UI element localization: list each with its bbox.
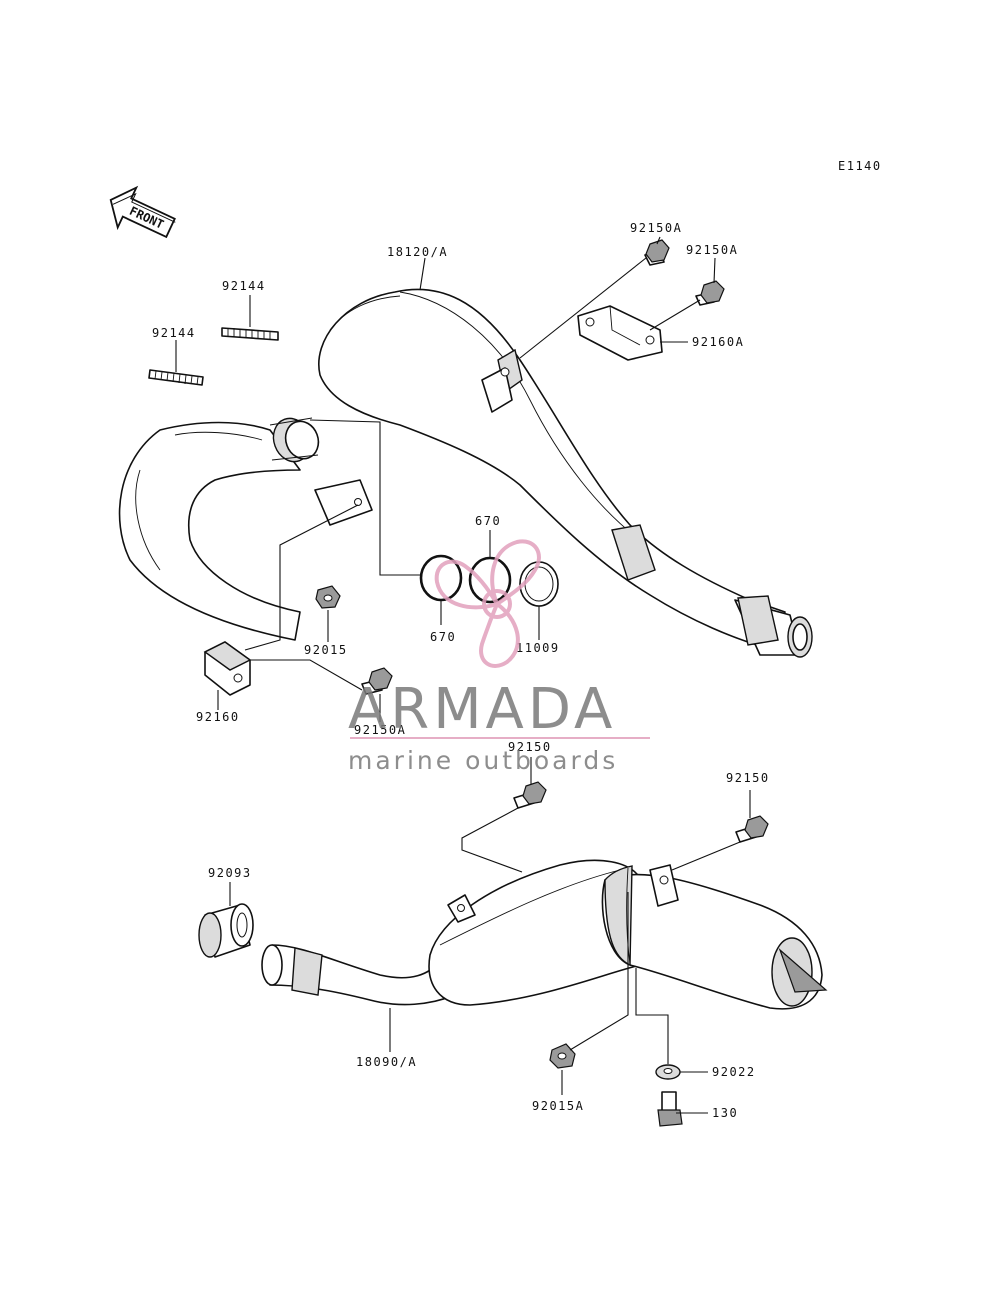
- label-92150A-1: 92150A: [630, 221, 682, 235]
- label-92160A: 92160A: [692, 335, 744, 349]
- label-92150-2: 92150: [726, 771, 770, 785]
- watermark-brand: ARMADA: [348, 677, 616, 742]
- label-92022: 92022: [712, 1065, 756, 1079]
- expansion-chamber: [318, 288, 813, 658]
- label-92160: 92160: [196, 710, 240, 724]
- lower-leader-lines: [229, 757, 751, 1114]
- spring-92144-lower: [148, 369, 204, 386]
- label-92144-2: 92144: [152, 326, 196, 340]
- bolt-92150-right: [735, 815, 769, 843]
- upper-leader-lines: [175, 236, 716, 722]
- bracket-92160: [203, 641, 252, 696]
- label-670-1: 670: [475, 514, 501, 528]
- nut-92015: [315, 585, 341, 609]
- bolt-92150A-upper-1: [644, 239, 670, 266]
- washer-92022: [655, 1064, 681, 1080]
- bolt-92150A-lower: [361, 667, 393, 695]
- label-18090A: 18090/A: [356, 1055, 417, 1069]
- label-92150A-3: 92150A: [354, 723, 406, 737]
- diagram-code: E1140: [838, 159, 882, 173]
- front-arrow-icon: FRONT: [109, 185, 176, 239]
- label-92015A: 92015A: [532, 1099, 584, 1113]
- label-92144-1: 92144: [222, 279, 266, 293]
- watermark-tagline: marine outboards: [348, 746, 618, 775]
- grommet-92093: [198, 903, 254, 958]
- propeller-logo-icon: [434, 539, 541, 668]
- spring-92144-upper: [221, 327, 279, 341]
- bolt-92150-middle: [513, 781, 547, 809]
- label-92015: 92015: [304, 643, 348, 657]
- label-92150-1: 92150: [508, 740, 552, 754]
- nut-92015A: [549, 1043, 576, 1069]
- bolt-130: [657, 1091, 683, 1127]
- label-92150A-2: 92150A: [686, 243, 738, 257]
- watermark: ARMADA marine outboards: [348, 539, 650, 775]
- label-92093: 92093: [208, 866, 252, 880]
- label-18120A: 18120/A: [387, 245, 448, 259]
- label-11009: 11009: [516, 641, 560, 655]
- label-130: 130: [712, 1106, 738, 1120]
- silencer: [261, 859, 828, 1010]
- bracket-92160A: [577, 305, 663, 361]
- header-pipe: [118, 417, 373, 641]
- label-670-2: 670: [430, 630, 456, 644]
- bolt-92150A-upper-2: [695, 280, 725, 306]
